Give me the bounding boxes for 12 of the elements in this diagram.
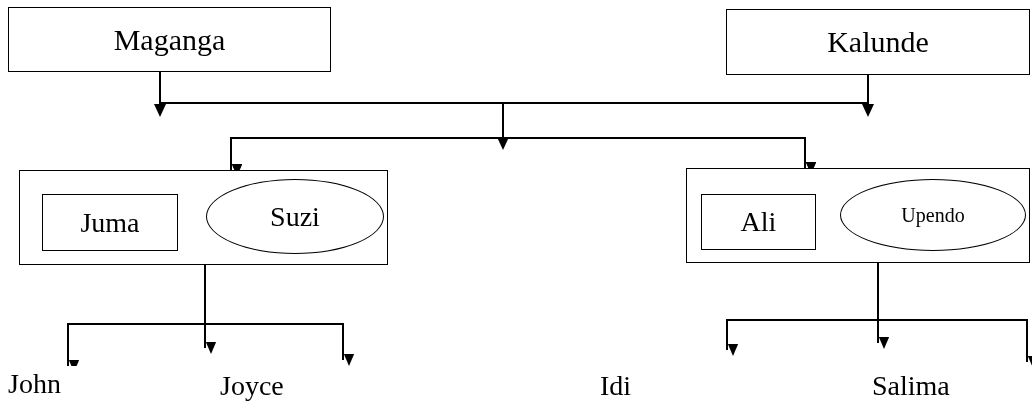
family-box — [19, 170, 388, 265]
family-box — [686, 168, 1030, 263]
name-box: Juma — [42, 194, 178, 251]
name-box: Ali — [701, 194, 816, 250]
name-text: Salima — [872, 372, 950, 400]
name-text: Joyce — [220, 372, 284, 400]
arrow — [877, 262, 1032, 368]
name-box: Kalunde — [726, 9, 1030, 75]
name-ellipse: Upendo — [840, 179, 1026, 251]
name-ellipse: Suzi — [206, 179, 384, 254]
name-box: Maganga — [8, 7, 331, 72]
name-text: Idi — [600, 372, 632, 400]
